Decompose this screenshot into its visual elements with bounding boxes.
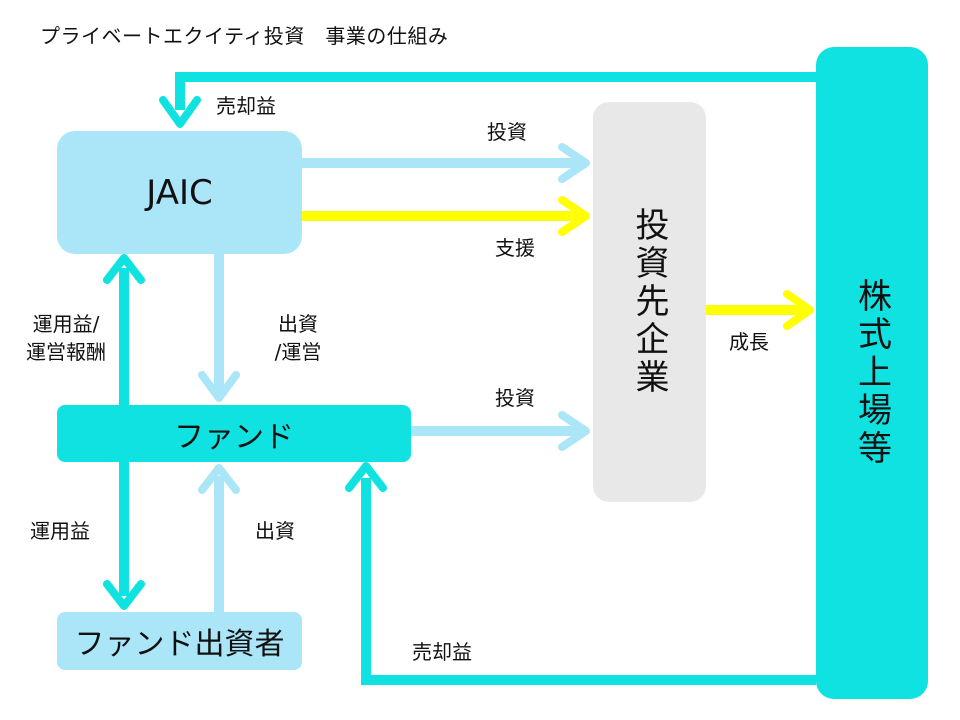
arrow-growth [706,290,814,330]
capital-label-line2: /運営 [274,340,322,364]
fund-return-label-line2: 運営報酬 [26,340,106,364]
arrow-sale-gain-to-jaic [159,72,816,128]
invest-label-top: 投資 [487,120,527,144]
fund-return-label: 運用益/ 運営報酬 [18,310,114,366]
arrow-fund-invest [411,411,590,451]
arrow-fund-to-jaic [103,254,145,405]
fund-investor-node: ファンド出資者 [57,612,302,670]
arrow-sale-gain-to-fund [345,462,816,685]
arrow-investor-to-fund [198,464,240,612]
fund-return-label-line1: 運用益/ [32,312,100,336]
sale-gain-label-top: 売却益 [216,94,276,118]
arrow-fund-to-investor [103,462,145,610]
investor-return-label: 運用益 [30,519,90,543]
jaic-node: JAIC [57,131,302,254]
invest-label-fund: 投資 [495,386,535,410]
capital-operation-label: 出資 /運営 [258,310,338,366]
arrow-jaic-support [302,196,590,236]
listing-node: 株式上場等 [816,47,928,699]
portfolio-company-node: 投資先企業 [593,102,706,502]
growth-label: 成長 [729,330,769,354]
page-title: プライベートエクイティ投資 事業の仕組み [40,24,449,48]
investor-capital-label: 出資 [255,519,295,543]
sale-gain-label-bottom: 売却益 [412,640,472,664]
arrow-jaic-to-fund [198,254,240,402]
capital-label-line1: 出資 [278,312,318,336]
arrow-jaic-invest [302,143,590,183]
fund-node: ファンド [57,405,411,462]
support-label: 支援 [495,236,535,260]
